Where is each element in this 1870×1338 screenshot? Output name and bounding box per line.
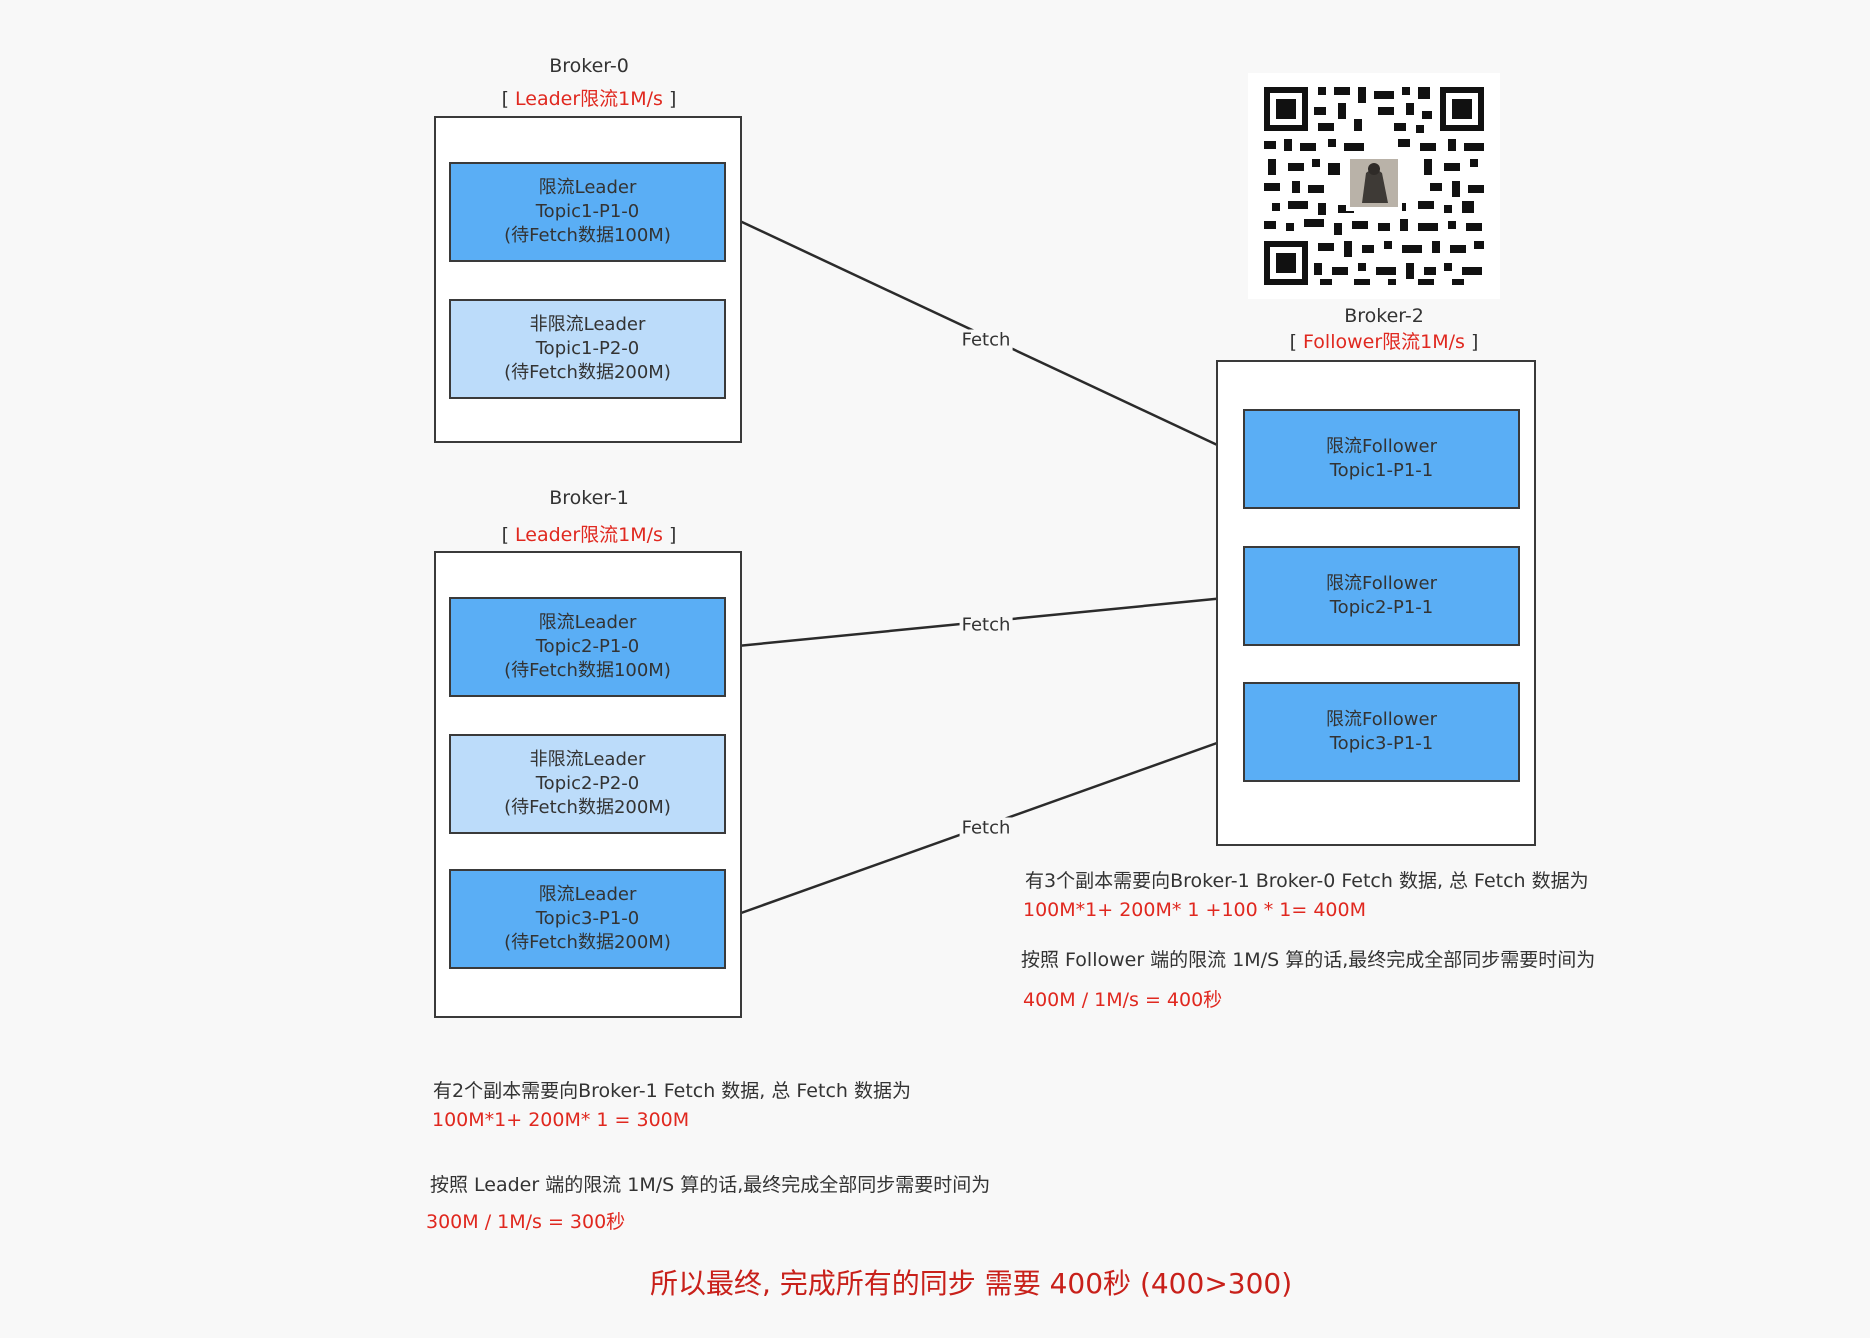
broker-1-subtitle: [ Leader限流1M/s ]	[434, 520, 744, 547]
partition-topic2-p2-0: 非限流Leader Topic2-P2-0 (待Fetch数据200M)	[449, 734, 726, 834]
partition-topic3-p1-1: 限流Follower Topic3-P1-1	[1243, 682, 1520, 782]
note-left-2: 100M*1+ 200M* 1 = 300M	[432, 1109, 690, 1131]
fetch-label-1: Fetch	[959, 329, 1013, 351]
fetch-label-2: Fetch	[959, 614, 1013, 636]
note-right-2: 100M*1+ 200M* 1 +100 * 1= 400M	[1023, 899, 1367, 921]
partition-topic1-p1-0: 限流Leader Topic1-P1-0 (待Fetch数据100M)	[449, 162, 726, 262]
partition-role: 非限流Leader	[529, 314, 646, 335]
partition-topic1-p2-0: 非限流Leader Topic1-P2-0 (待Fetch数据200M)	[449, 299, 726, 399]
note-left-3: 按照 Leader 端的限流 1M/S 算的话,最终完成全部同步需要时间为	[430, 1174, 991, 1196]
partition-topic2-p1-0: 限流Leader Topic2-P1-0 (待Fetch数据100M)	[449, 597, 726, 697]
note-right-3: 按照 Follower 端的限流 1M/S 算的话,最终完成全部同步需要时间为	[1021, 949, 1596, 971]
bracket-close: ]	[662, 88, 677, 110]
partition-name: Topic2-P1-1	[1329, 597, 1434, 618]
note-right-4: 400M / 1M/s = 400秒	[1023, 989, 1223, 1011]
broker-1-tag: Leader限流1M/s	[515, 524, 663, 546]
partition-pending: (待Fetch数据100M)	[504, 660, 671, 681]
partition-name: Topic3-P1-1	[1329, 733, 1434, 754]
partition-name: Topic1-P1-0	[535, 201, 640, 222]
partition-name: Topic2-P1-0	[535, 636, 640, 657]
broker-0-title: Broker-0	[549, 55, 629, 77]
note-left-1: 有2个副本需要向Broker-1 Fetch 数据, 总 Fetch 数据为	[433, 1080, 911, 1102]
partition-role: 限流Follower	[1326, 436, 1437, 457]
bracket-close: ]	[662, 524, 677, 546]
note-left-4: 300M / 1M/s = 300秒	[426, 1211, 626, 1233]
qr-code-panel	[1248, 73, 1500, 299]
partition-topic3-p1-0: 限流Leader Topic3-P1-0 (待Fetch数据200M)	[449, 869, 726, 969]
partition-role: 非限流Leader	[529, 749, 646, 770]
partition-topic1-p1-1: 限流Follower Topic1-P1-1	[1243, 409, 1520, 509]
broker-2-subtitle: [ Follower限流1M/s ]	[1216, 327, 1552, 354]
bracket-open: [	[501, 524, 516, 546]
partition-name: Topic2-P2-0	[535, 773, 640, 794]
fetch-label-3: Fetch	[959, 817, 1013, 839]
partition-pending: (待Fetch数据100M)	[504, 225, 671, 246]
partition-role: 限流Follower	[1326, 709, 1437, 730]
qr-code-icon	[1248, 73, 1500, 299]
partition-name: Topic1-P2-0	[535, 338, 640, 359]
partition-role: 限流Leader	[538, 884, 637, 905]
partition-pending: (待Fetch数据200M)	[504, 797, 671, 818]
partition-pending: (待Fetch数据200M)	[504, 362, 671, 383]
broker-1-title: Broker-1	[549, 487, 629, 509]
partition-role: 限流Follower	[1326, 573, 1437, 594]
bracket-close: ]	[1464, 331, 1479, 353]
bracket-open: [	[501, 88, 516, 110]
note-right-1: 有3个副本需要向Broker-1 Broker-0 Fetch 数据, 总 Fe…	[1025, 870, 1589, 892]
conclusion-text: 所以最终, 完成所有的同步 需要 400秒 (400>300)	[650, 1267, 1293, 1300]
partition-role: 限流Leader	[538, 177, 637, 198]
broker-2-title: Broker-2	[1344, 305, 1424, 327]
partition-topic2-p1-1: 限流Follower Topic2-P1-1	[1243, 546, 1520, 646]
broker-0-tag: Leader限流1M/s	[515, 88, 663, 110]
broker-0-subtitle: [ Leader限流1M/s ]	[434, 84, 744, 111]
partition-name: Topic1-P1-1	[1329, 460, 1434, 481]
broker-2-tag: Follower限流1M/s	[1303, 331, 1465, 353]
partition-role: 限流Leader	[538, 612, 637, 633]
partition-pending: (待Fetch数据200M)	[504, 932, 671, 953]
bracket-open: [	[1289, 331, 1304, 353]
partition-name: Topic3-P1-0	[535, 908, 640, 929]
